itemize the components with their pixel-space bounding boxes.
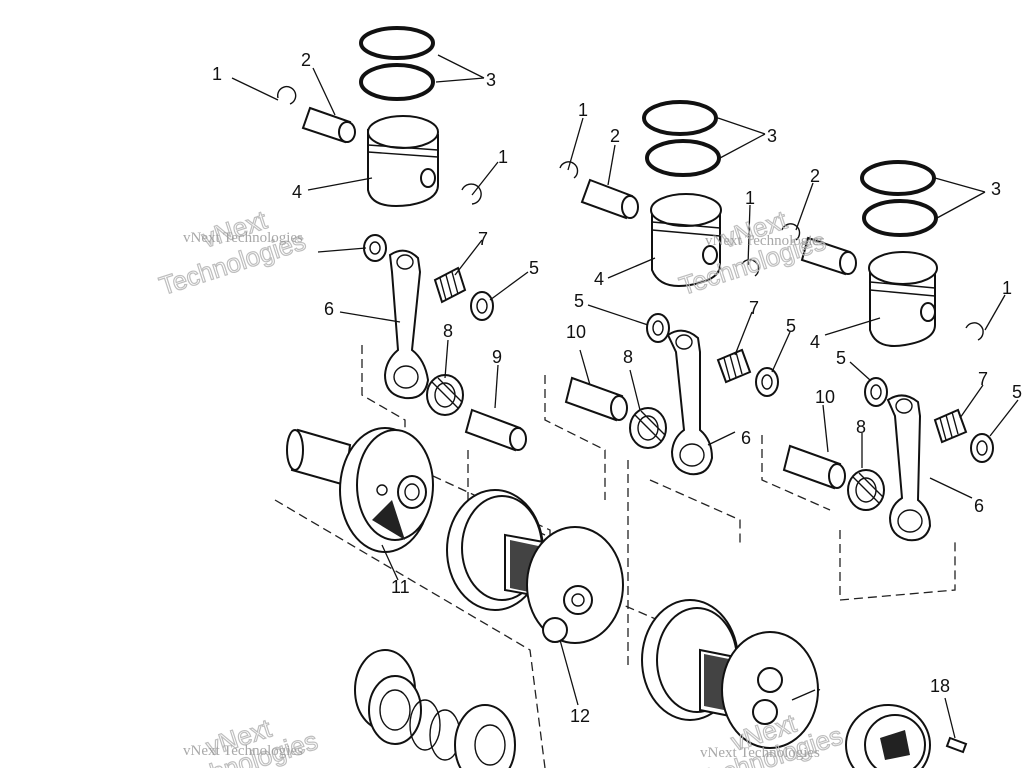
thrust-washer bbox=[755, 367, 779, 397]
callout-10: 10 bbox=[815, 387, 835, 407]
callout-3: 3 bbox=[767, 126, 777, 146]
watermark-small: vNext Technologies bbox=[705, 233, 825, 249]
callout-6: 6 bbox=[974, 496, 984, 516]
piston-ring bbox=[860, 160, 936, 196]
needle-bearing bbox=[933, 408, 968, 444]
crank-pin bbox=[782, 444, 846, 490]
thrust-washer bbox=[864, 377, 888, 407]
piston-ring bbox=[645, 139, 721, 177]
callout-7: 7 bbox=[478, 229, 488, 249]
callout-5: 5 bbox=[786, 316, 796, 336]
wrist-pin bbox=[800, 236, 857, 276]
piston bbox=[868, 251, 938, 347]
callout-11: 11 bbox=[391, 577, 410, 597]
callout-1: 1 bbox=[578, 100, 588, 120]
callout-5: 5 bbox=[836, 348, 846, 368]
callout-5: 5 bbox=[529, 258, 539, 278]
callout-8: 8 bbox=[623, 347, 633, 367]
dowel-pin bbox=[945, 736, 968, 754]
crank-web-12 bbox=[446, 489, 624, 644]
callout-3: 3 bbox=[486, 70, 496, 90]
crank-pin bbox=[464, 408, 527, 452]
callout-1: 1 bbox=[745, 188, 755, 208]
callout-6: 6 bbox=[324, 299, 334, 319]
connecting-rod bbox=[666, 329, 714, 476]
circlip bbox=[781, 223, 801, 241]
callout-18: 18 bbox=[930, 676, 950, 696]
callout-5: 5 bbox=[1012, 382, 1022, 402]
watermark-small: vNext Technologies bbox=[183, 230, 303, 246]
thrust-washer bbox=[970, 433, 994, 463]
piston-ring bbox=[642, 100, 718, 136]
piston bbox=[650, 193, 722, 287]
connecting-rod bbox=[886, 394, 932, 542]
big-end-bearing bbox=[629, 407, 667, 449]
callout-2: 2 bbox=[610, 126, 620, 146]
callout-8: 8 bbox=[856, 417, 866, 437]
callout-12: 12 bbox=[570, 706, 590, 726]
small-end-washer bbox=[363, 234, 387, 262]
watermark-small: vNext Technologies bbox=[700, 745, 820, 761]
callout-5: 5 bbox=[574, 291, 584, 311]
circlip bbox=[276, 85, 297, 105]
cylinder-1-assembly bbox=[276, 26, 527, 553]
cylinder-3-assembly bbox=[781, 160, 994, 768]
circlip bbox=[965, 322, 984, 341]
leader-lines bbox=[231, 54, 1019, 739]
thrust-washer bbox=[470, 291, 494, 321]
crank-web-right bbox=[845, 704, 931, 768]
wrist-pin bbox=[580, 178, 639, 220]
circlip bbox=[461, 183, 482, 205]
wrist-pin bbox=[301, 106, 356, 144]
connecting-rod bbox=[383, 249, 430, 400]
callout-4: 4 bbox=[810, 332, 820, 352]
watermark-small: vNext Technologies bbox=[183, 743, 303, 759]
callout-1: 1 bbox=[212, 64, 222, 84]
callout-7: 7 bbox=[978, 369, 988, 389]
piston-ring bbox=[862, 199, 938, 237]
callout-6: 6 bbox=[741, 428, 751, 448]
callout-2: 2 bbox=[810, 166, 820, 186]
needle-bearing bbox=[716, 348, 752, 384]
crank-pin bbox=[564, 376, 628, 422]
callout-8: 8 bbox=[443, 321, 453, 341]
big-end-bearing bbox=[847, 469, 885, 511]
callout-1: 1 bbox=[498, 147, 508, 167]
callout-4: 4 bbox=[594, 269, 604, 289]
needle-bearing bbox=[433, 266, 467, 304]
callout-10: 10 bbox=[566, 322, 586, 342]
circlip bbox=[559, 161, 579, 179]
callout-1: 1 bbox=[1002, 278, 1012, 298]
main-bearing-assembly bbox=[354, 649, 516, 768]
piston-ring bbox=[359, 26, 435, 60]
piston bbox=[367, 115, 439, 207]
callout-numbers: 1 2 3 1 4 7 5 6 8 9 11 12 1 2 3 1 4 5 10… bbox=[212, 50, 1022, 726]
callout-2: 2 bbox=[301, 50, 311, 70]
callout-3: 3 bbox=[991, 179, 1001, 199]
big-end-bearing bbox=[426, 374, 464, 416]
callout-4: 4 bbox=[292, 182, 302, 202]
crank-web-center bbox=[641, 599, 819, 749]
circlip bbox=[741, 259, 760, 277]
callout-7: 7 bbox=[749, 298, 759, 318]
cylinder-2-assembly bbox=[559, 100, 819, 749]
callout-9: 9 bbox=[492, 347, 502, 367]
crank-web-11 bbox=[339, 427, 434, 553]
piston-ring bbox=[359, 63, 435, 101]
thrust-washer bbox=[646, 313, 670, 343]
